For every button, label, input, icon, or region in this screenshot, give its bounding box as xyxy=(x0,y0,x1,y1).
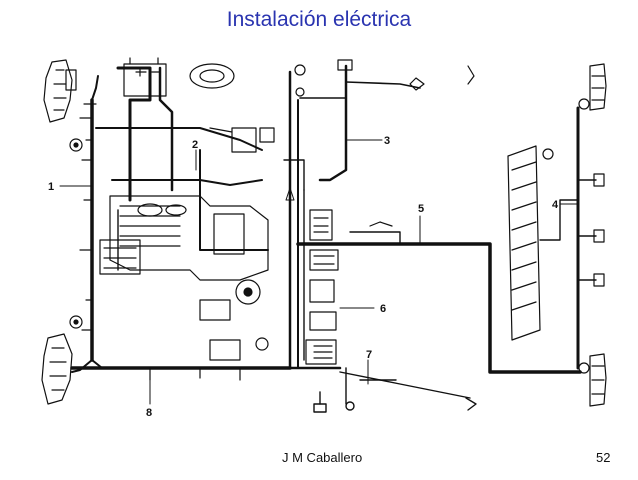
callout-leaders xyxy=(59,139,579,405)
fuse-box xyxy=(305,209,339,365)
callout-6: 6 xyxy=(380,303,386,315)
relay-cluster-top xyxy=(189,63,275,153)
callout-7: 7 xyxy=(366,349,372,361)
harness-1-main-left xyxy=(71,75,103,373)
page-number: 52 xyxy=(596,450,611,465)
front-left-lamp-lower xyxy=(41,315,83,405)
rear-right-lamp-lower xyxy=(578,353,607,407)
footer-author: J M Caballero xyxy=(282,450,363,465)
callout-3: 3 xyxy=(384,135,390,147)
harness-8-lower xyxy=(70,366,471,399)
harness-7-bottom xyxy=(313,367,477,413)
fuel-tank xyxy=(507,145,554,341)
callout-8: 8 xyxy=(146,407,152,419)
harness-2-engine xyxy=(95,66,269,271)
callout-1: 1 xyxy=(48,181,54,193)
harness-3-upper xyxy=(294,59,475,182)
front-left-lamp-upper xyxy=(43,59,83,152)
battery xyxy=(123,57,167,97)
engine-block xyxy=(99,195,269,281)
slide-title: Instalación eléctrica xyxy=(226,8,412,31)
harness-5-cross xyxy=(296,221,582,374)
rear-right-lamp-upper xyxy=(578,63,607,111)
harness-6-central xyxy=(283,70,305,370)
callout-4: 4 xyxy=(552,199,559,211)
harness-4-rear xyxy=(539,106,605,370)
callout-2: 2 xyxy=(192,139,198,151)
callout-5: 5 xyxy=(418,203,424,215)
alternator xyxy=(199,279,269,361)
